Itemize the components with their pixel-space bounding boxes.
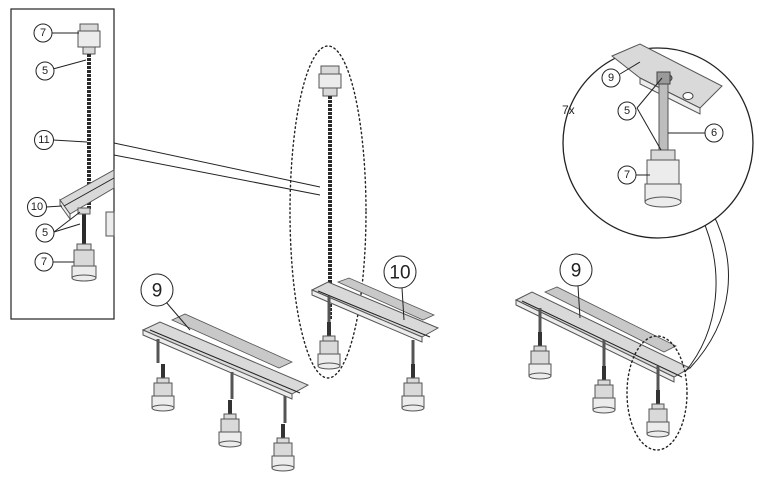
inset-callout-5-top: 5 bbox=[35, 61, 55, 81]
inset-rod-detail: 7 5 11 10 5 7 bbox=[10, 8, 115, 320]
inset-connector-lines bbox=[113, 142, 321, 196]
inset-bottom-nut bbox=[71, 243, 97, 282]
svg-text:7: 7 bbox=[40, 27, 46, 39]
callout-10-middle: 10 bbox=[383, 255, 417, 289]
zoom-callout-9: 9 bbox=[601, 68, 621, 88]
zoom-callout-7: 7 bbox=[617, 165, 637, 185]
rail-assembly-middle: 10 bbox=[289, 45, 440, 412]
rail-assembly-right: 9 bbox=[514, 211, 729, 451]
inset-zoom-circle: 7x 9 5 6 7 bbox=[562, 43, 754, 239]
inset-callout-7-bottom: 7 bbox=[34, 252, 54, 272]
svg-text:5: 5 bbox=[42, 65, 48, 77]
svg-text:10: 10 bbox=[389, 263, 410, 284]
inset-callout-7-top: 7 bbox=[33, 23, 53, 43]
zoom-callout-6: 6 bbox=[704, 123, 724, 143]
callout-9-left: 9 bbox=[140, 273, 174, 307]
rail-assembly-left: 9 bbox=[140, 273, 310, 472]
svg-text:7: 7 bbox=[624, 169, 630, 181]
svg-text:11: 11 bbox=[38, 134, 49, 146]
inset-top-nut bbox=[77, 23, 101, 55]
svg-text:6: 6 bbox=[711, 127, 717, 139]
svg-text:5: 5 bbox=[624, 105, 630, 117]
inset-frame bbox=[10, 8, 115, 320]
inset-callout-10: 10 bbox=[27, 197, 47, 217]
svg-text:9: 9 bbox=[571, 261, 582, 282]
callout-9-right: 9 bbox=[559, 253, 593, 287]
quantity-7x: 7x bbox=[562, 103, 575, 117]
zoom-callout-5: 5 bbox=[617, 101, 637, 121]
inset-rail-section bbox=[59, 169, 115, 221]
inset-callout-5-bottom: 5 bbox=[35, 223, 55, 243]
svg-text:7: 7 bbox=[41, 256, 47, 268]
svg-text:9: 9 bbox=[608, 72, 614, 84]
inset-callout-11: 11 bbox=[34, 130, 54, 150]
foot-highlight-ellipse bbox=[626, 335, 688, 451]
svg-text:9: 9 bbox=[152, 281, 163, 302]
svg-text:10: 10 bbox=[31, 201, 43, 213]
rod-highlight-ellipse bbox=[289, 45, 367, 379]
svg-text:5: 5 bbox=[42, 227, 48, 239]
